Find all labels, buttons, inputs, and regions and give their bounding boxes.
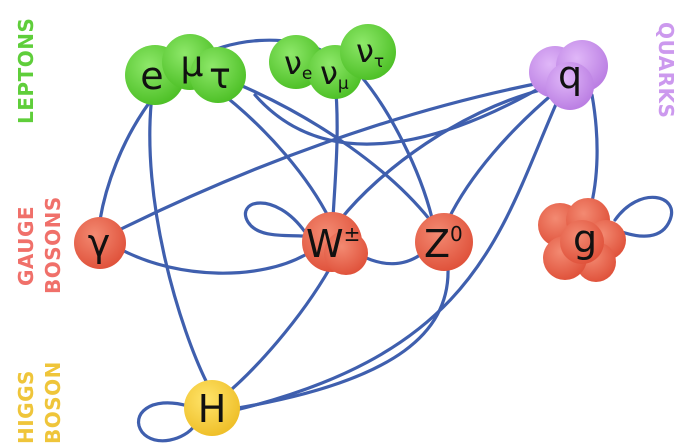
- category-gauge-bosons-line2: BOSONS: [41, 196, 65, 294]
- particle-w-boson: W±: [306, 222, 360, 266]
- particle-z-boson: Z0: [424, 222, 463, 266]
- edge-photon-w: [120, 248, 307, 275]
- photon-node: γ: [74, 217, 126, 269]
- particle-photon: γ: [88, 221, 111, 265]
- category-higgs-boson-line1: HIGGS: [14, 370, 38, 444]
- edge-quark-leptons: [253, 83, 547, 146]
- category-labels: LEPTONS GAUGE BOSONS HIGGS BOSON QUARKS: [14, 18, 678, 444]
- particle-tau-neutrino: ντ: [356, 32, 384, 72]
- charged-leptons-node: e μ τ: [125, 34, 246, 105]
- edge-leptons-higgs: [148, 93, 210, 387]
- edge-quark-photon: [113, 80, 547, 234]
- gluon-node: g: [538, 198, 626, 282]
- edge-gluon-self-loop: [613, 195, 674, 238]
- edge-quark-w: [338, 86, 550, 222]
- edge-higgs-self-loop: [136, 401, 197, 443]
- quarks-node: q: [529, 40, 608, 110]
- particle-electron-neutrino: νe: [284, 44, 312, 84]
- edge-leptons-z: [238, 83, 432, 222]
- edge-neutrinos-w: [331, 78, 339, 220]
- particle-gluon: g: [573, 217, 597, 261]
- w-boson-node: W±: [302, 212, 368, 275]
- edge-leptons-photon: [98, 93, 157, 222]
- edge-w-higgs: [223, 266, 332, 397]
- category-higgs-boson-line2: BOSON: [41, 361, 65, 444]
- category-leptons: LEPTONS: [14, 18, 38, 124]
- higgs-node: H: [184, 380, 240, 436]
- particle-muon: μ: [181, 44, 204, 85]
- edge-quark-z: [446, 90, 557, 222]
- edge-quark-higgs: [234, 93, 562, 412]
- particle-muon-neutrino: νμ: [320, 54, 349, 94]
- category-gauge-bosons-line1: GAUGE: [14, 206, 38, 286]
- z-boson-node: Z0: [415, 213, 473, 271]
- particle-tau: τ: [209, 56, 231, 97]
- edge-z-higgs: [236, 266, 450, 410]
- neutrinos-node: νe νμ ντ: [269, 24, 396, 99]
- particle-electron: e: [140, 54, 163, 98]
- particle-higgs: H: [198, 387, 227, 431]
- edge-leptons-w: [213, 86, 332, 222]
- edge-w-self-loop: [244, 201, 307, 238]
- edge-quark-gluon: [588, 93, 599, 212]
- particle-quark: q: [558, 53, 582, 97]
- category-quarks: QUARKS: [654, 22, 678, 118]
- edge-w-z: [358, 253, 422, 266]
